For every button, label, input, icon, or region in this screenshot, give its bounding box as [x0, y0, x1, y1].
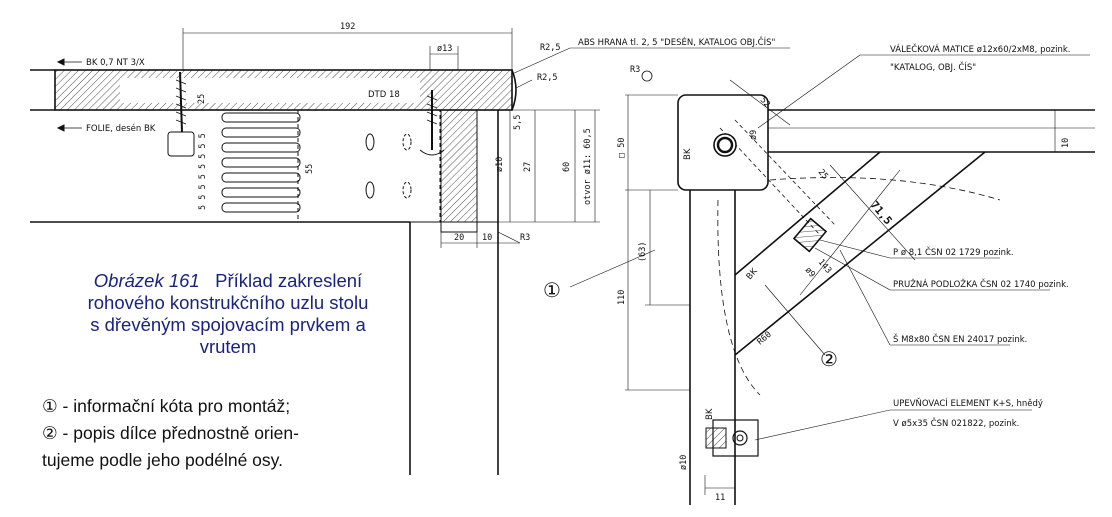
right-plan-view — [569, 54, 1095, 505]
circle-marker-1: ① — [543, 278, 561, 302]
label-washer: P ø 8,1 ČSN 02 1729 pozink. — [893, 246, 1014, 258]
label-fastener-spec: V ø5x35 ČSN 021822, pozink. — [893, 417, 1019, 429]
dim-25-right: 25 — [816, 168, 830, 182]
caption-text-1: Příklad zakreslení — [215, 270, 363, 291]
caption-text-3: s dřevěným spojovacím prvkem a — [90, 314, 366, 335]
label-abs-edge: ABS HRANA tl. 2, 5 "DESÉN, KATALOG OBJ.Č… — [578, 36, 776, 48]
dim-phi10: ø10 — [495, 157, 505, 172]
dim-52: 52 — [758, 96, 772, 110]
dim-20: 20 — [454, 233, 464, 243]
dim-r3-left: R3 — [520, 233, 530, 243]
label-roller-nut-catalog: "KATALOG, OBJ. ČÍS" — [890, 61, 976, 73]
caption-line-1: Obrázek 161 Příklad zakreslení — [38, 270, 418, 292]
leg-block — [677, 94, 769, 191]
caption-text-4: vrutem — [199, 336, 257, 357]
dim-55: 55 — [305, 164, 315, 174]
note-1: ① - informační kóta pro montáž; — [42, 396, 291, 416]
dim-10-right: 10 — [1061, 138, 1071, 148]
label-r3-right: R3 — [630, 65, 640, 75]
left-section-view — [30, 28, 790, 475]
connector-slots — [221, 112, 301, 213]
dim-r60: R60 — [756, 330, 774, 348]
label-bk-diagonal: BK — [745, 266, 760, 281]
dim-27: 27 — [523, 162, 533, 172]
dim-192: 192 — [340, 22, 355, 32]
left-view-labels: 192 ø13 R2,5 R2,5 BK 0,7 NT 3/X FOLIE, d… — [86, 22, 776, 243]
label-dtd: DTD 18 — [368, 90, 400, 100]
dim-71-5: 71,5 — [868, 199, 895, 228]
note-3: tujeme podle jeho podélné osy. — [42, 450, 283, 470]
dim-5-5: 5,5 — [513, 115, 523, 130]
label-bk-laminate: BK 0,7 NT 3/X — [86, 58, 145, 68]
dim-11: 11 — [715, 493, 725, 503]
dim-phi13: ø13 — [437, 44, 452, 54]
label-folie: FOLIE, desén BK — [86, 123, 156, 134]
dim-phi9-top: ø9 — [749, 130, 759, 140]
dim-143: 143 — [816, 258, 834, 276]
legend-notes: ① - informační kóta pro montáž; ② - popi… — [42, 393, 402, 474]
dim-5-stack: 5 5 5 5 5 5 5 5 — [198, 133, 208, 210]
circle-marker-2: ② — [820, 347, 838, 371]
figure-number: Obrázek 161 — [93, 270, 200, 291]
label-roller-nut: VÁLEČKOVÁ MATICE ø12x60/2xM8, pozink. — [890, 43, 1071, 55]
caption-text-2: rohového konstrukčního uzlu stolu — [87, 292, 369, 313]
dim-r25-b: R2,5 — [537, 73, 557, 83]
label-bk-leg: BK — [705, 408, 715, 420]
label-bk-block: BK — [683, 148, 693, 160]
right-view-labels: R3 VÁLEČKOVÁ MATICE ø12x60/2xM8, pozink.… — [543, 43, 1071, 503]
dim-63: (63) — [638, 242, 648, 262]
dim-110: 110 — [617, 290, 627, 305]
label-fastener: UPEVŇOVACÍ ELEMENT K+S, hnědý — [893, 397, 1043, 409]
dim-square-50: □ 50 — [617, 138, 627, 158]
dim-10-bottom: 10 — [482, 233, 492, 243]
dim-phi10-right: ø10 — [679, 455, 689, 470]
figure-caption: Obrázek 161 Příklad zakreslení rohového … — [38, 270, 418, 358]
note-2: ② - popis dílce přednostně orien- — [42, 423, 299, 443]
dim-25: 25 — [197, 94, 207, 104]
dim-otvor: otvor ø11: 60,5 — [583, 128, 593, 205]
label-spring-washer: PRUŽNÁ PODLOŽKA ČSN 02 1740 pozink. — [893, 278, 1069, 290]
dim-60: 60 — [562, 162, 572, 172]
label-screw: Š M8x80 ČSN EN 24017 pozink. — [893, 333, 1027, 345]
dim-phi9-mid: ø9 — [803, 266, 817, 280]
dim-r25-a: R2,5 — [540, 43, 560, 53]
